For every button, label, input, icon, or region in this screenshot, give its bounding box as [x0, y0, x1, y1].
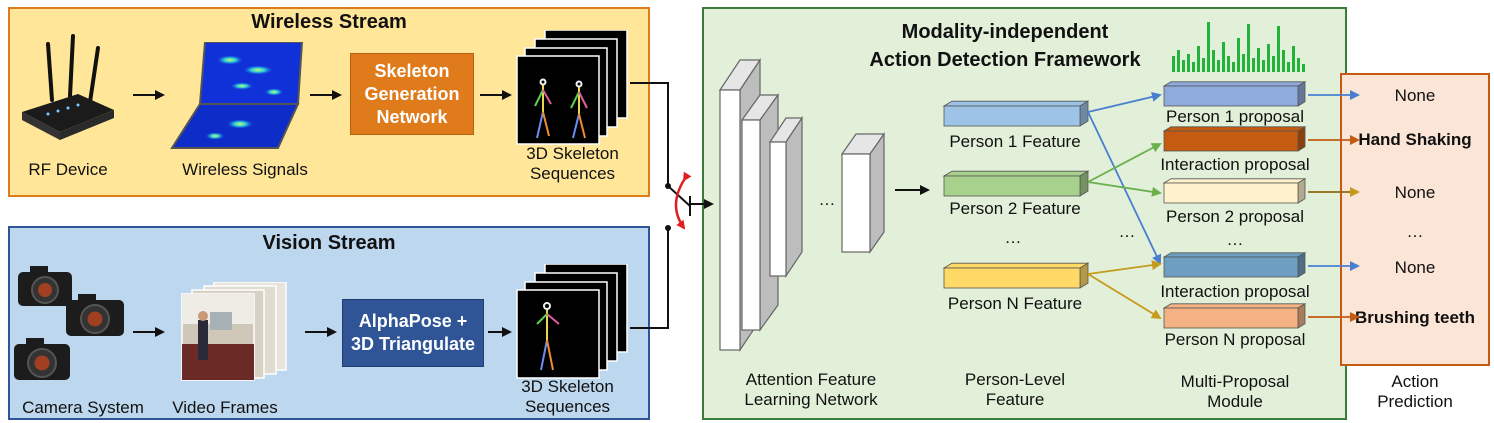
framework-title-line-2: Action Detection Framework: [869, 49, 1141, 71]
multi-proposal-line-1: Multi-Proposal: [1180, 372, 1290, 391]
wireless-stream-title: Wireless Stream: [251, 11, 407, 33]
vision-stream-title: Vision Stream: [262, 232, 396, 254]
skeleton-net-line-3: Network: [376, 106, 448, 127]
rf-device-label: RF Device: [28, 160, 108, 179]
prediction-output-2: Hand Shaking: [1358, 130, 1472, 149]
interaction-proposal-1-label: Interaction proposal: [1160, 155, 1310, 174]
skeleton-generation-network-box: Skeleton Generation Network: [350, 53, 474, 135]
person-level-line-2: Feature: [985, 390, 1045, 409]
alphapose-line-1: AlphaPose +: [358, 311, 468, 331]
person-n-feature-label: Person N Feature: [947, 294, 1083, 313]
proposal-bar: [1162, 178, 1307, 204]
proposal-bar: [1162, 81, 1307, 107]
proposal-ellipsis: …: [1226, 230, 1244, 249]
wireless-signals-label: Wireless Signals: [182, 160, 308, 179]
connector-ellipsis: …: [1118, 222, 1136, 241]
proposal-bar: [1162, 252, 1307, 278]
skeleton-net-line-1: Skeleton: [374, 60, 450, 81]
attention-ellipsis: …: [818, 190, 836, 209]
attention-label-line-2: Learning Network: [744, 390, 878, 409]
framework-title: Modality-independent Action Detection Fr…: [830, 18, 1180, 74]
person-level-line-1: Person-Level: [964, 370, 1066, 389]
attention-network-label: Attention Feature Learning Network: [718, 370, 904, 410]
framework-title-line-1: Modality-independent: [901, 21, 1109, 43]
action-prediction-line-1: Action: [1391, 372, 1439, 391]
prediction-output-6: Brushing teeth: [1355, 308, 1475, 327]
skeleton-figure: [536, 302, 560, 371]
video-frames-label: Video Frames: [172, 398, 278, 417]
person-2-feature-label: Person 2 Feature: [949, 199, 1081, 218]
router-icon: [22, 34, 114, 140]
person-feature-bar: [942, 262, 1090, 289]
skeleton-figure: [534, 78, 552, 139]
person-n-proposal-label: Person N proposal: [1164, 330, 1306, 349]
vision-skeleton-seq-line-1: 3D Skeleton: [521, 377, 614, 396]
vision-skeleton-seq-line-2: Sequences: [524, 397, 611, 416]
vision-skeleton-seq-label: 3D Skeleton Sequences: [495, 377, 640, 417]
prediction-output-1: None: [1394, 86, 1436, 105]
multi-proposal-line-2: Module: [1207, 392, 1263, 411]
framework-panel: [702, 7, 1347, 420]
wireless-skeleton-sequence-stack: [516, 30, 628, 145]
wireless-skeleton-seq-label: 3D Skeleton Sequences: [500, 144, 645, 184]
video-frames-stack: [181, 282, 287, 381]
camera-system-label: Camera System: [22, 398, 144, 417]
alphapose-line-2: 3D Triangulate: [350, 334, 476, 354]
person-level-feature-label: Person-Level Feature: [935, 370, 1095, 410]
person-feature-bar: [942, 100, 1090, 127]
alphapose-triangulate-box: AlphaPose + 3D Triangulate: [342, 299, 484, 367]
proposal-bar: [1162, 126, 1307, 152]
multi-proposal-module-label: Multi-Proposal Module: [1150, 372, 1320, 412]
feature-ellipsis: …: [1004, 228, 1022, 247]
prediction-output-5: None: [1394, 258, 1436, 277]
person-1-feature-label: Person 1 Feature: [949, 132, 1081, 151]
wireless-skeleton-seq-line-2: Sequences: [529, 164, 616, 183]
attention-network-graphic: [718, 58, 886, 352]
wireless-skeleton-seq-line-1: 3D Skeleton: [526, 144, 619, 163]
camera-icon: [14, 266, 124, 380]
prediction-output-4: …: [1406, 222, 1424, 241]
skeleton-net-line-2: Generation: [364, 83, 460, 104]
person-feature-bar: [942, 170, 1090, 197]
prediction-output-3: None: [1394, 183, 1436, 202]
proposal-bar: [1162, 303, 1307, 329]
wireless-signals-image: [170, 42, 304, 149]
skeleton-figure: [570, 80, 588, 139]
score-bars-graphic: [1172, 22, 1305, 72]
interaction-proposal-2-label: Interaction proposal: [1160, 282, 1310, 301]
person-1-proposal-label: Person 1 proposal: [1166, 107, 1304, 126]
action-prediction-panel: [1340, 73, 1490, 366]
person-2-proposal-label: Person 2 proposal: [1166, 207, 1304, 226]
vision-skeleton-sequence-stack: [516, 264, 628, 379]
action-prediction-label: Action Prediction: [1340, 372, 1490, 412]
action-prediction-line-2: Prediction: [1377, 392, 1453, 411]
attention-label-line-1: Attention Feature: [745, 370, 877, 389]
